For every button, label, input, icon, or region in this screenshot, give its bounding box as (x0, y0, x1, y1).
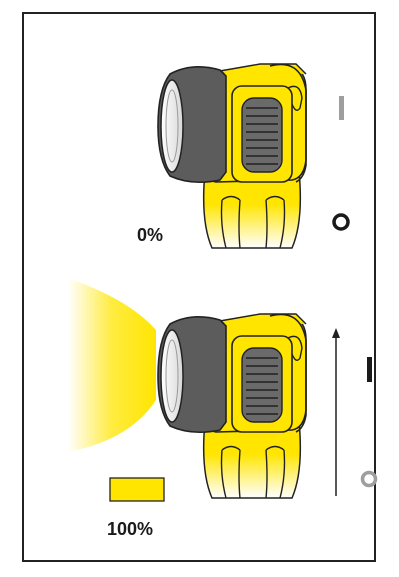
switch-off-marker (334, 215, 348, 229)
light-beam-icon (68, 278, 156, 452)
switch-arrow-icon (332, 328, 340, 496)
battery-level-icon (110, 478, 164, 501)
switch-off-marker (363, 473, 376, 486)
switch-on-marker (339, 96, 344, 120)
flashlight-icon (158, 64, 306, 248)
brightness-label-full: 100% (107, 519, 153, 540)
switch-on-marker (367, 357, 372, 382)
flashlight-icon (158, 314, 306, 498)
brightness-label-off: 0% (137, 225, 163, 246)
